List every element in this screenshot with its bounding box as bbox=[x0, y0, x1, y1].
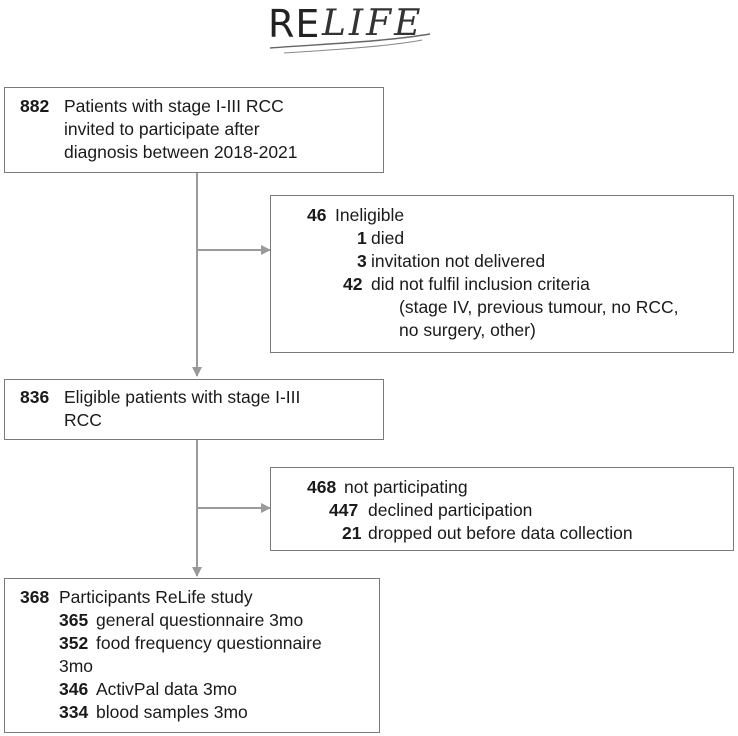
criteria-note-1: (stage IV, previous tumour, no RCC, bbox=[399, 297, 679, 317]
food-frequency-label: food frequency questionnaire bbox=[96, 633, 322, 653]
blood-samples-count: 334 bbox=[59, 702, 89, 722]
general-questionnaire-label: general questionnaire 3mo bbox=[96, 610, 304, 630]
box-participants: 368 Participants ReLife study 365 genera… bbox=[4, 578, 380, 733]
declined-label: declined participation bbox=[368, 500, 533, 520]
eligible-line-1: Eligible patients with stage I-III bbox=[64, 387, 301, 407]
dropped-out-label: dropped out before data collection bbox=[368, 523, 633, 543]
box-not-participating: 468 not participating 447 declined parti… bbox=[270, 467, 734, 551]
participants-count: 368 bbox=[20, 587, 50, 607]
not-delivered-count: 3 bbox=[357, 251, 367, 271]
general-questionnaire-count: 365 bbox=[59, 610, 89, 630]
dropped-out-count: 21 bbox=[342, 523, 362, 543]
died-count: 1 bbox=[357, 228, 367, 248]
food-frequency-count: 352 bbox=[59, 633, 89, 653]
box-ineligible: 46 Ineligible 1 died 3 invitation not de… bbox=[270, 195, 734, 353]
criteria-note-2: no surgery, other) bbox=[399, 320, 536, 340]
eligible-line-2: RCC bbox=[64, 410, 102, 430]
food-frequency-label-cont: 3mo bbox=[59, 656, 94, 676]
invited-count: 882 bbox=[20, 96, 50, 116]
invited-line-1: Patients with stage I-III RCC bbox=[64, 96, 284, 116]
logo-re-text: RE bbox=[268, 2, 321, 46]
eligible-count: 836 bbox=[20, 387, 50, 407]
relife-logo: RE LIFE bbox=[262, 0, 442, 62]
logo-swoosh bbox=[269, 33, 431, 54]
ineligible-label: Ineligible bbox=[335, 205, 405, 225]
died-label: died bbox=[371, 228, 405, 248]
not-fulfil-label: did not fulfil inclusion criteria bbox=[371, 274, 590, 294]
not-fulfil-count: 42 bbox=[343, 274, 363, 294]
invited-line-2: invited to participate after bbox=[64, 119, 260, 139]
box-invited: 882 Patients with stage I-III RCC invite… bbox=[4, 87, 384, 173]
blood-samples-label: blood samples 3mo bbox=[96, 702, 248, 722]
ineligible-count: 46 bbox=[307, 205, 327, 225]
declined-count: 447 bbox=[329, 500, 359, 520]
box-eligible: 836 Eligible patients with stage I-III R… bbox=[4, 379, 384, 440]
participants-label: Participants ReLife study bbox=[59, 587, 253, 607]
not-participating-label: not participating bbox=[344, 477, 468, 497]
not-delivered-label: invitation not delivered bbox=[371, 251, 546, 271]
not-participating-count: 468 bbox=[307, 477, 337, 497]
activpal-label: ActivPal data 3mo bbox=[96, 679, 238, 699]
invited-line-3: diagnosis between 2018-2021 bbox=[64, 142, 298, 162]
activpal-count: 346 bbox=[59, 679, 89, 699]
